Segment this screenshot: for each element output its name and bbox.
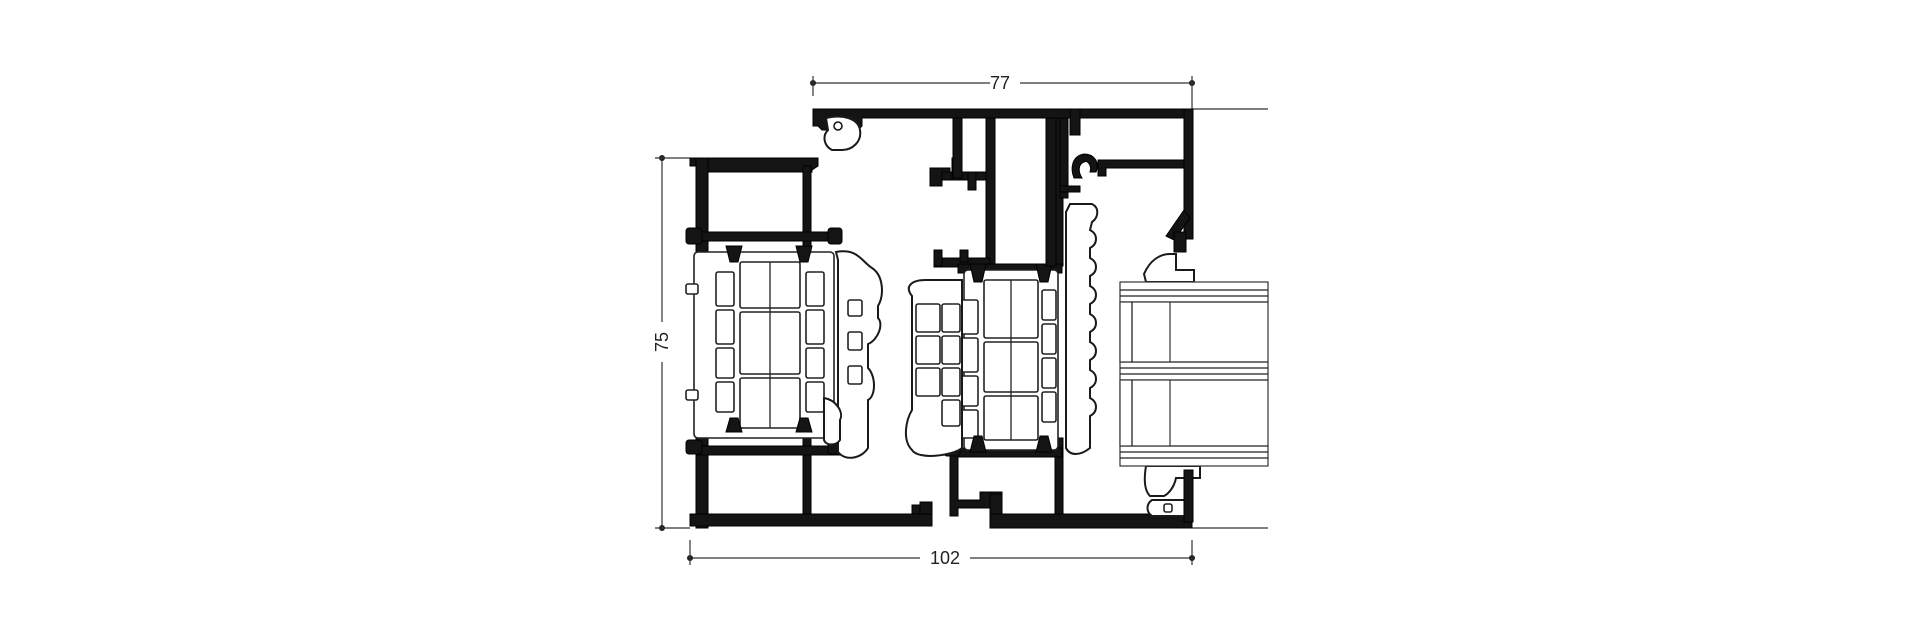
dimension-left-label: 75: [652, 332, 672, 352]
dimension-bottom-label: 102: [930, 548, 960, 568]
dimension-top-label: 77: [990, 73, 1010, 93]
dimension-bottom: 102: [687, 540, 1195, 568]
gasket-left: [823, 250, 883, 459]
sash-inner-top: [952, 117, 1057, 267]
thermal-break-center: [955, 263, 1059, 453]
outer-frame-profile: [685, 157, 933, 529]
dimension-left: 75: [652, 155, 690, 531]
sash-top-hook: [812, 108, 1193, 151]
thermal-break-left: [685, 245, 835, 439]
glazing-bead-profile: [1059, 108, 1201, 523]
glass-unit: [1119, 281, 1269, 467]
dimension-top: 77: [810, 73, 1195, 110]
gasket-center: [905, 279, 963, 457]
